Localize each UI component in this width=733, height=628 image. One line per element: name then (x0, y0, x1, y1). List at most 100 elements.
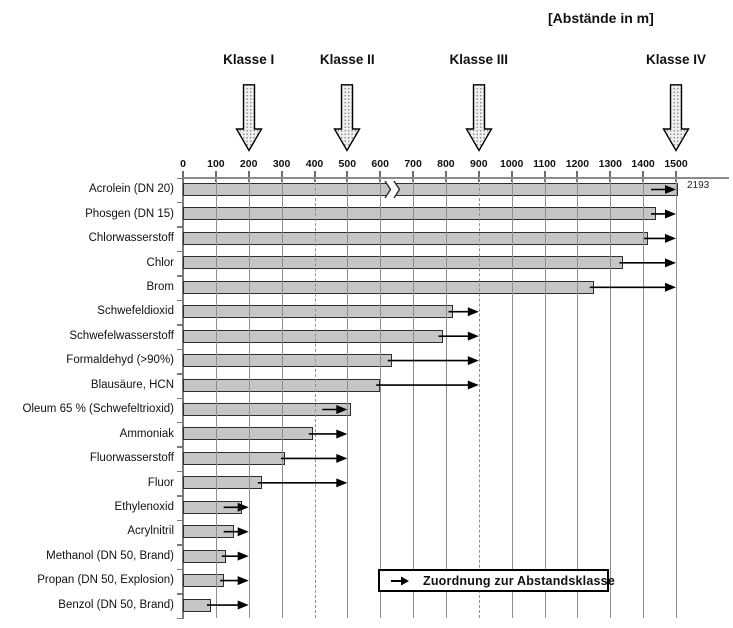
x-tick-mark (346, 171, 349, 182)
gridline (676, 178, 677, 618)
category-label: Schwefeldioxid (97, 305, 174, 318)
category-tick (177, 250, 183, 253)
category-labels: Acrolein (DN 20)Phosgen (DN 15)Chlorwass… (0, 178, 174, 618)
x-tick-label: 1400 (631, 158, 655, 170)
category-label: Methanol (DN 50, Brand) (46, 549, 174, 562)
category-tick (177, 593, 183, 595)
x-tick-mark (477, 171, 480, 182)
x-axis-line (183, 177, 729, 179)
bar (183, 451, 285, 465)
x-tick-mark (214, 171, 217, 182)
bar (183, 183, 678, 196)
gridline (445, 178, 447, 618)
category-tick (177, 544, 183, 546)
x-tick-label: 100 (207, 158, 225, 170)
klasse-arrow-icon (333, 84, 362, 152)
x-tick-mark (444, 171, 447, 182)
gridline (347, 178, 349, 618)
x-tick-mark (543, 171, 546, 182)
bar (183, 549, 226, 563)
bar (183, 207, 657, 221)
x-tick-mark (675, 171, 677, 182)
chart-title: [Abstände in m] (548, 10, 654, 26)
x-tick-mark (609, 171, 612, 182)
x-tick-label: 800 (437, 158, 455, 170)
bar (183, 354, 392, 368)
category-tick (177, 495, 183, 497)
category-label: Blausäure, HCN (90, 378, 174, 391)
gridline (248, 178, 250, 618)
gridline (380, 178, 382, 618)
x-tick-label: 600 (371, 158, 389, 170)
category-tick (177, 397, 183, 399)
klasse-arrow-icon (465, 84, 493, 152)
legend-box: Zuordnung zur Abstandsklasse (378, 569, 615, 592)
category-label: Benzol (DN 50, Brand) (58, 598, 174, 611)
category-label: Acrolein (DN 20) (89, 183, 174, 196)
category-tick (177, 421, 183, 424)
bar (183, 403, 351, 416)
x-tick-label: 700 (404, 158, 422, 170)
bar-value-annotation: 2193 (687, 180, 710, 191)
bar (183, 305, 453, 319)
category-tick (177, 446, 183, 448)
category-tick (177, 617, 183, 619)
bar (183, 525, 234, 539)
category-tick (177, 568, 183, 571)
category-tick (177, 201, 183, 204)
x-tick-mark (182, 171, 184, 182)
x-tick-label: 200 (239, 158, 258, 170)
category-label: Brom (146, 281, 174, 293)
x-tick-mark (379, 171, 382, 182)
klasse-label: Klasse IV (645, 52, 707, 67)
category-label: Formaldehyd (>90%) (66, 354, 174, 367)
gridline (610, 178, 612, 618)
x-tick-label: 0 (180, 158, 186, 170)
category-label: Schwefelwasserstoff (69, 329, 174, 342)
bar (183, 329, 443, 343)
category-label: Propan (DN 50, Explosion) (37, 574, 174, 587)
x-tick-mark (313, 171, 316, 182)
category-tick (177, 348, 183, 351)
klasse-label: Klasse II (319, 52, 375, 67)
category-label: Ethylenoxid (114, 501, 174, 513)
x-tick-label: 1300 (598, 158, 622, 170)
y-axis-line (182, 177, 184, 619)
gridline (281, 178, 283, 618)
bar (183, 476, 262, 490)
gridline (478, 178, 480, 618)
x-tick-label: 900 (470, 158, 488, 170)
x-tick-label: 1000 (500, 158, 524, 170)
bar (183, 500, 243, 514)
bar (183, 280, 594, 294)
x-tick-label: 1100 (533, 158, 556, 170)
category-tick (177, 299, 183, 302)
category-tick (177, 373, 183, 375)
category-tick (177, 519, 183, 522)
category-label: Phosgen (DN 15) (85, 207, 174, 220)
gridline (643, 178, 645, 618)
category-tick (177, 470, 183, 473)
category-tick (177, 226, 183, 228)
gridline (511, 178, 513, 618)
category-tick (177, 275, 183, 277)
category-label: Fluor (147, 476, 174, 489)
gridline (314, 178, 316, 618)
category-label: Oleum 65 % (Schwefeltrioxid) (22, 403, 174, 416)
x-tick-label: 400 (305, 158, 324, 170)
category-label: Acrylnitril (127, 525, 174, 538)
bar (183, 598, 211, 612)
legend-label: Zuordnung zur Abstandsklasse (423, 573, 615, 588)
axis-break-marker (384, 180, 401, 199)
klasse-label: Klasse III (449, 52, 509, 67)
klasse-label: Klasse I (223, 52, 275, 67)
bar (183, 574, 225, 588)
category-tick (177, 177, 183, 179)
gridline (413, 178, 415, 618)
x-tick-mark (510, 171, 513, 182)
klasse-arrow-icon (662, 84, 690, 152)
x-tick-label: 1200 (565, 158, 590, 170)
category-tick (177, 324, 183, 326)
x-tick-label: 500 (338, 158, 357, 170)
